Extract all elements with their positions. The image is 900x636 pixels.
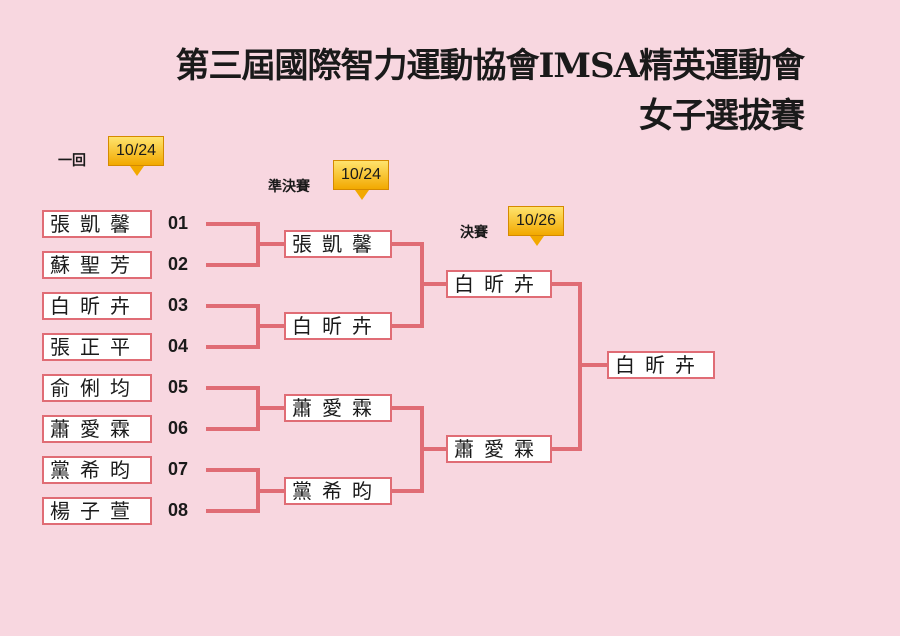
player-box-02: 蘇聖芳	[42, 251, 152, 279]
player-box-08: 楊子萱	[42, 497, 152, 525]
semifinalist-box-3: 蕭愛霖	[284, 394, 392, 422]
seed-01: 01	[168, 213, 189, 233]
connector-r1-pair4	[206, 468, 286, 513]
seed-04: 04	[168, 336, 189, 356]
finalist-box-2: 蕭愛霖	[446, 435, 552, 463]
seed-06: 06	[168, 418, 189, 438]
connector-r1-pair3	[206, 386, 286, 431]
semifinal-label: 準決賽	[268, 179, 310, 195]
round1-label: 一回	[58, 153, 86, 169]
player-box-01: 張凱馨	[42, 210, 152, 238]
champion-box: 白昕卉	[607, 351, 715, 379]
connector-sf-top	[390, 242, 448, 328]
player-box-05: 俞俐均	[42, 374, 152, 402]
seed-03: 03	[168, 295, 189, 315]
seed-08: 08	[168, 500, 189, 520]
seed-07: 07	[168, 459, 189, 479]
final-date-tag: 10/26	[508, 206, 564, 246]
connector-r1-pair1	[206, 222, 286, 267]
semifinalist-box-1: 張凱馨	[284, 230, 392, 258]
finalist-box-1: 白昕卉	[446, 270, 552, 298]
title-line-1: 第三屆國際智力運動協會IMSA精英運動會	[175, 46, 805, 86]
player-box-06: 蕭愛霖	[42, 415, 152, 443]
seed-02: 02	[168, 254, 189, 274]
player-box-03: 白昕卉	[42, 292, 152, 320]
player-box-07: 黨希昀	[42, 456, 152, 484]
connector-sf-bottom	[390, 406, 448, 493]
semifinal-date-tag: 10/24	[333, 160, 389, 200]
player-box-04: 張正平	[42, 333, 152, 361]
title-line-2: 女子選拔賽	[639, 96, 805, 136]
final-label: 決賽	[460, 225, 488, 241]
semifinalist-box-4: 黨希昀	[284, 477, 392, 505]
round1-date-tag: 10/24	[108, 136, 164, 176]
seed-05: 05	[168, 377, 189, 397]
connector-final	[550, 282, 609, 451]
connector-r1-pair2	[206, 304, 286, 349]
semifinalist-box-2: 白昕卉	[284, 312, 392, 340]
